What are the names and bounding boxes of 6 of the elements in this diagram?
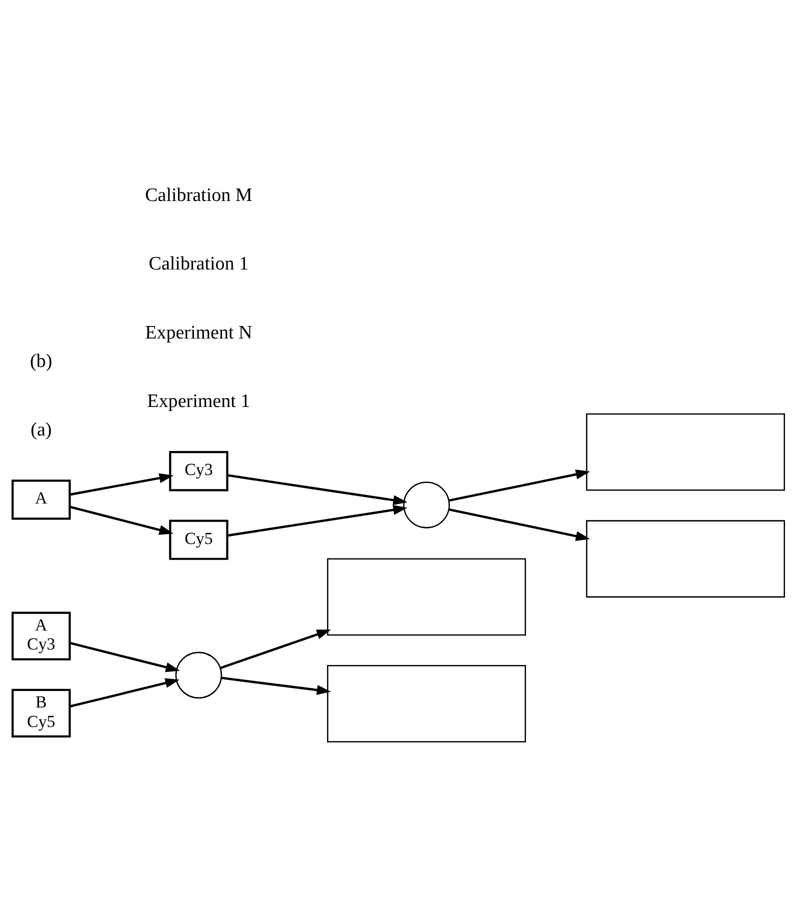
label: (a) bbox=[30, 420, 52, 441]
label: (b) bbox=[30, 350, 52, 372]
label: Experiment N bbox=[145, 322, 252, 344]
label: Experiment 1 bbox=[147, 391, 250, 412]
label: Calibration 1 bbox=[148, 254, 249, 275]
label: Calibration M bbox=[145, 184, 252, 206]
